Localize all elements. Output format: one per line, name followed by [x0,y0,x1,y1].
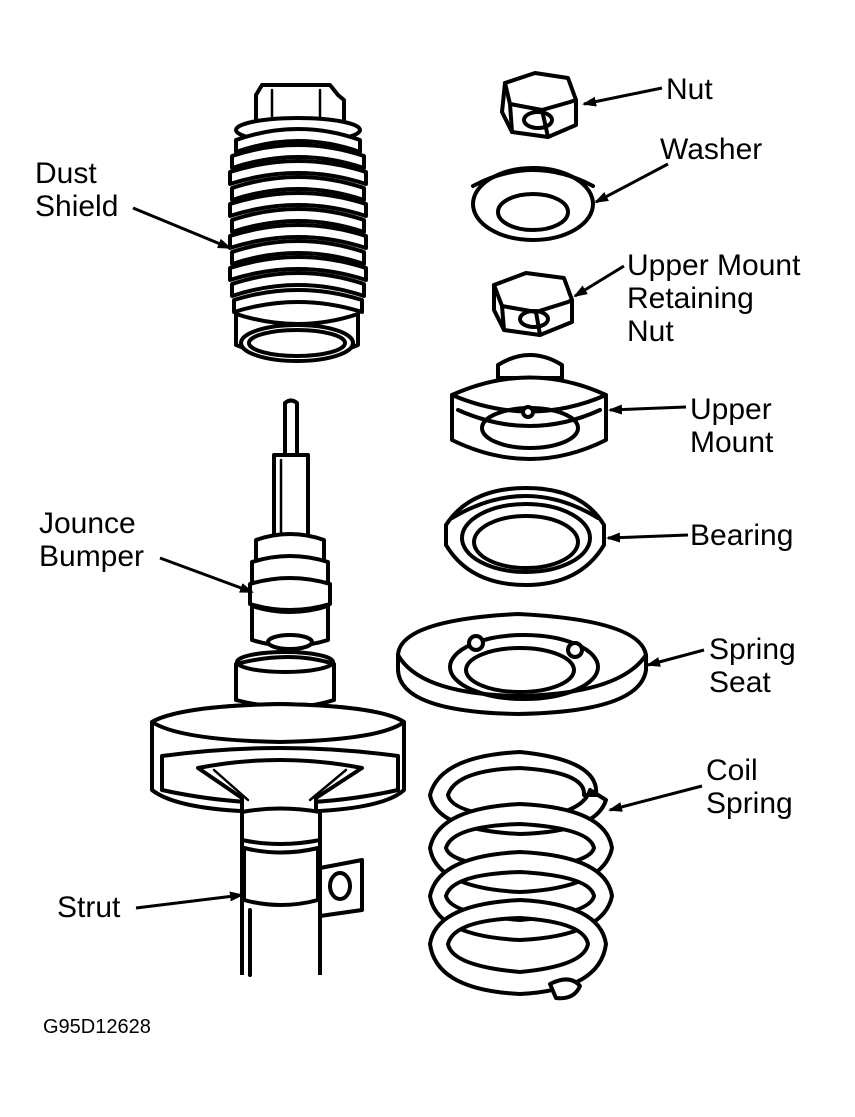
dust-shield-part [228,83,368,363]
arrow-upper-mount-retaining-nut [573,264,625,298]
arrow-upper-mount [608,404,687,415]
label-dust-shield: Dust Shield [35,157,119,223]
label-jounce-bumper: Jounce Bumper [39,507,145,573]
upper-mount-retaining-nut-part [492,271,574,337]
jounce-bumper-part [234,532,336,709]
upper-mount-part [450,353,608,461]
coil-spring-part [428,750,614,1001]
leader-arrows [132,86,705,910]
figure-code: G95D12628 [43,1016,151,1038]
arrow-strut [135,891,244,910]
label-strut: Strut [57,891,121,924]
washer-part [471,166,595,242]
label-upper-mount-retaining-nut: Upper Mount Retaining Nut [627,249,801,348]
arrow-washer [594,162,669,204]
arrow-spring-seat [646,648,705,667]
arrow-nut [582,86,663,107]
strut-rod-part [272,398,310,542]
arrow-dust-shield [132,206,232,250]
arrow-coil-spring [608,784,703,812]
label-nut: Nut [666,73,713,106]
nut-part [500,71,578,139]
arrow-bearing [606,532,689,543]
spring-seat-part [396,612,648,716]
label-coil-spring: Coil Spring [706,754,793,820]
label-upper-mount: Upper Mount [690,393,774,459]
label-washer: Washer [660,133,763,166]
strut-part [150,702,406,977]
label-spring-seat: Spring Seat [709,633,796,699]
bearing-part [444,486,606,587]
label-bearing: Bearing [690,519,794,552]
arrow-jounce-bumper [159,556,254,594]
